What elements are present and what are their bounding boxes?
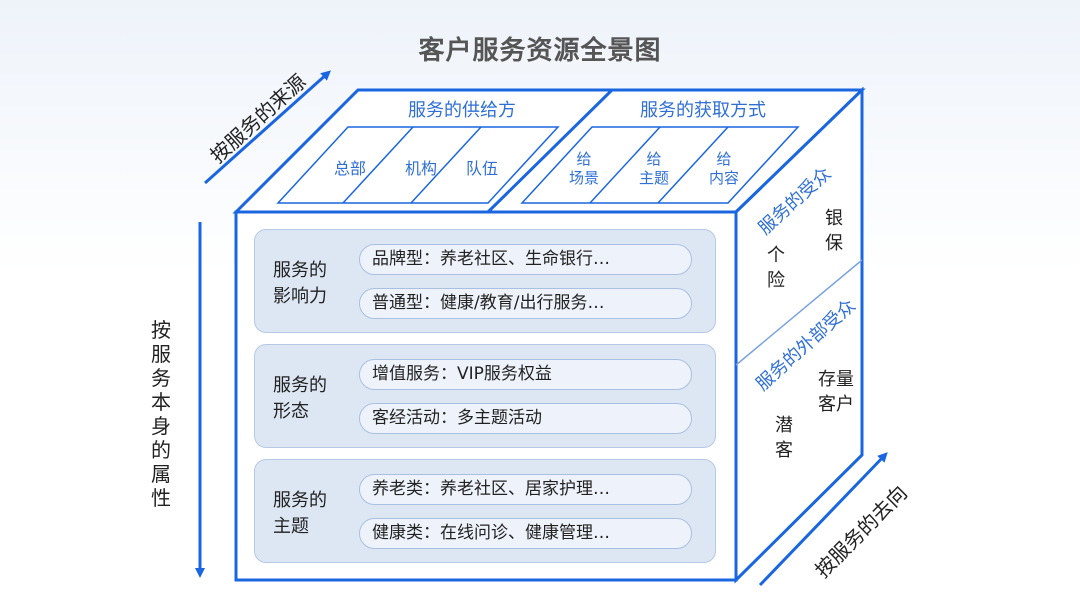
destination-axis-arrow [758,452,888,587]
top-divider [486,88,614,214]
item-brand: 品牌型：养老社区、生命银行… [359,244,692,275]
supplier-box [276,126,560,204]
supplier-cell-divider [410,126,482,204]
supplier-cell-hq: 总部 [334,159,367,178]
audience-bancassurance: 银保 [825,208,843,254]
attribute-axis-label: 按服务本身的属性 [151,318,171,510]
panel-title: 服务的 影响力 [273,260,327,307]
panel-theme: 服务的 主题 养老类：养老社区、居家护理… 健康类：在线问诊、健康管理… [254,459,716,563]
item-general: 普通型：健康/教育/出行服务… [359,288,692,319]
access-box [520,126,800,204]
panel-title: 服务的 形态 [273,375,327,422]
audience-prospects: 潜客 [775,415,793,461]
access-cell-divider [657,126,729,204]
item-elderly: 养老类：养老社区、居家护理… [359,474,692,505]
access-header: 服务的获取方式 [640,100,766,121]
access-cell-theme: 给 主题 [638,150,669,187]
panel-form: 服务的 形态 增值服务：VIP服务权益 客经活动：多主题活动 [254,344,716,448]
supplier-cell-team: 队伍 [466,159,499,178]
right-divider [735,259,863,366]
access-cell-content: 给 内容 [708,150,739,187]
source-axis-arrow [204,70,331,185]
panel-title: 服务的 主题 [273,490,327,537]
panel-influence: 服务的 影响力 品牌型：养老社区、生命银行… 普通型：健康/教育/出行服务… [254,229,716,333]
supplier-header: 服务的供给方 [408,100,516,121]
supplier-cell-divider [342,126,414,204]
audience-individual: 个险 [767,245,785,291]
item-health: 健康类：在线问诊、健康管理… [359,518,692,549]
right-face [734,86,864,584]
supplier-cell-branch: 机构 [405,159,438,178]
access-cell-scene: 给 场景 [568,150,599,187]
access-cell-divider [589,126,661,204]
item-events: 客经活动：多主题活动 [359,403,692,434]
item-value-added: 增值服务：VIP服务权益 [359,359,692,390]
page-title: 客户服务资源全景图 [418,36,662,66]
audience-existing-customers: 存量 客户 [818,369,854,415]
